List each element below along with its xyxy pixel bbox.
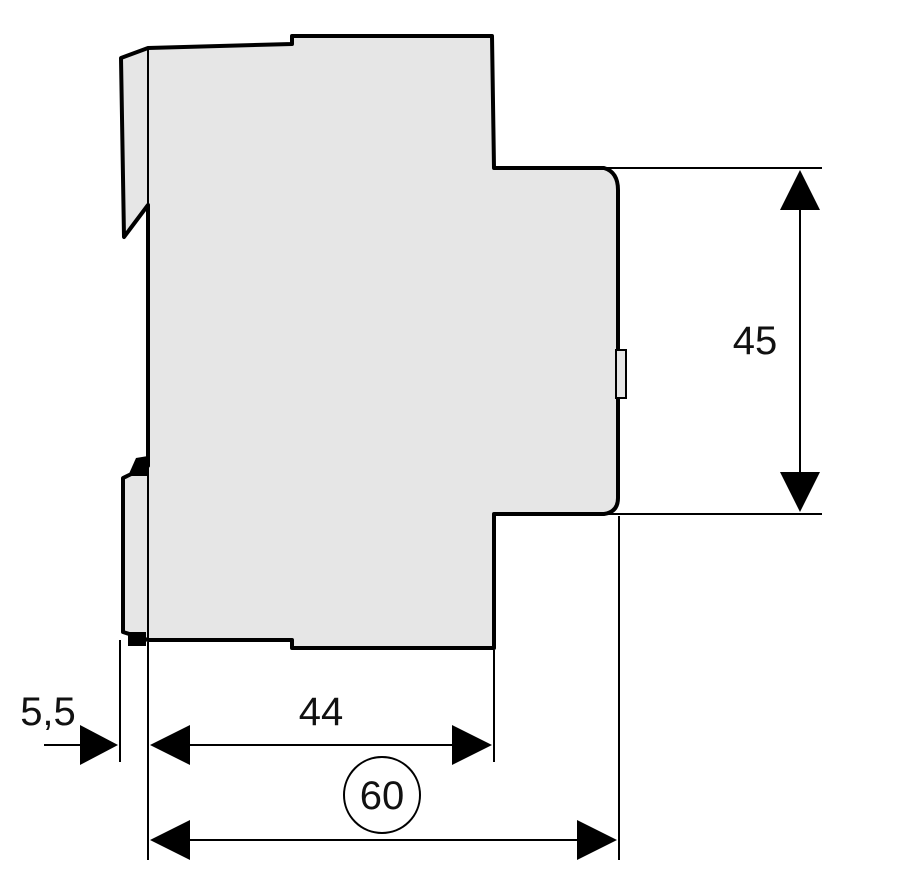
height-arrow-top [780,170,820,210]
total-arrow-right [577,820,617,860]
depth-arrow-left [150,725,190,765]
height-label: 45 [733,319,778,363]
offset-dimension: 5,5 [20,690,118,765]
total-dimension: 60 [150,756,617,860]
offset-arrow [80,725,118,765]
depth-arrow-right [452,725,492,765]
depth-label: 44 [299,690,344,734]
side-latch [615,349,627,399]
height-arrow-bottom [780,472,820,512]
rail-notch-upper [128,456,148,476]
offset-label: 5,5 [20,690,76,734]
depth-dimension: 44 [150,690,492,765]
total-arrow-left [150,820,190,860]
height-dimension: 45 [600,167,822,515]
device-body [119,34,627,650]
device-outline [119,34,620,650]
total-label: 60 [360,774,405,818]
bottom-extension-lines [119,516,620,860]
rail-notch-lower [128,632,146,646]
total-label-circle [343,756,421,834]
